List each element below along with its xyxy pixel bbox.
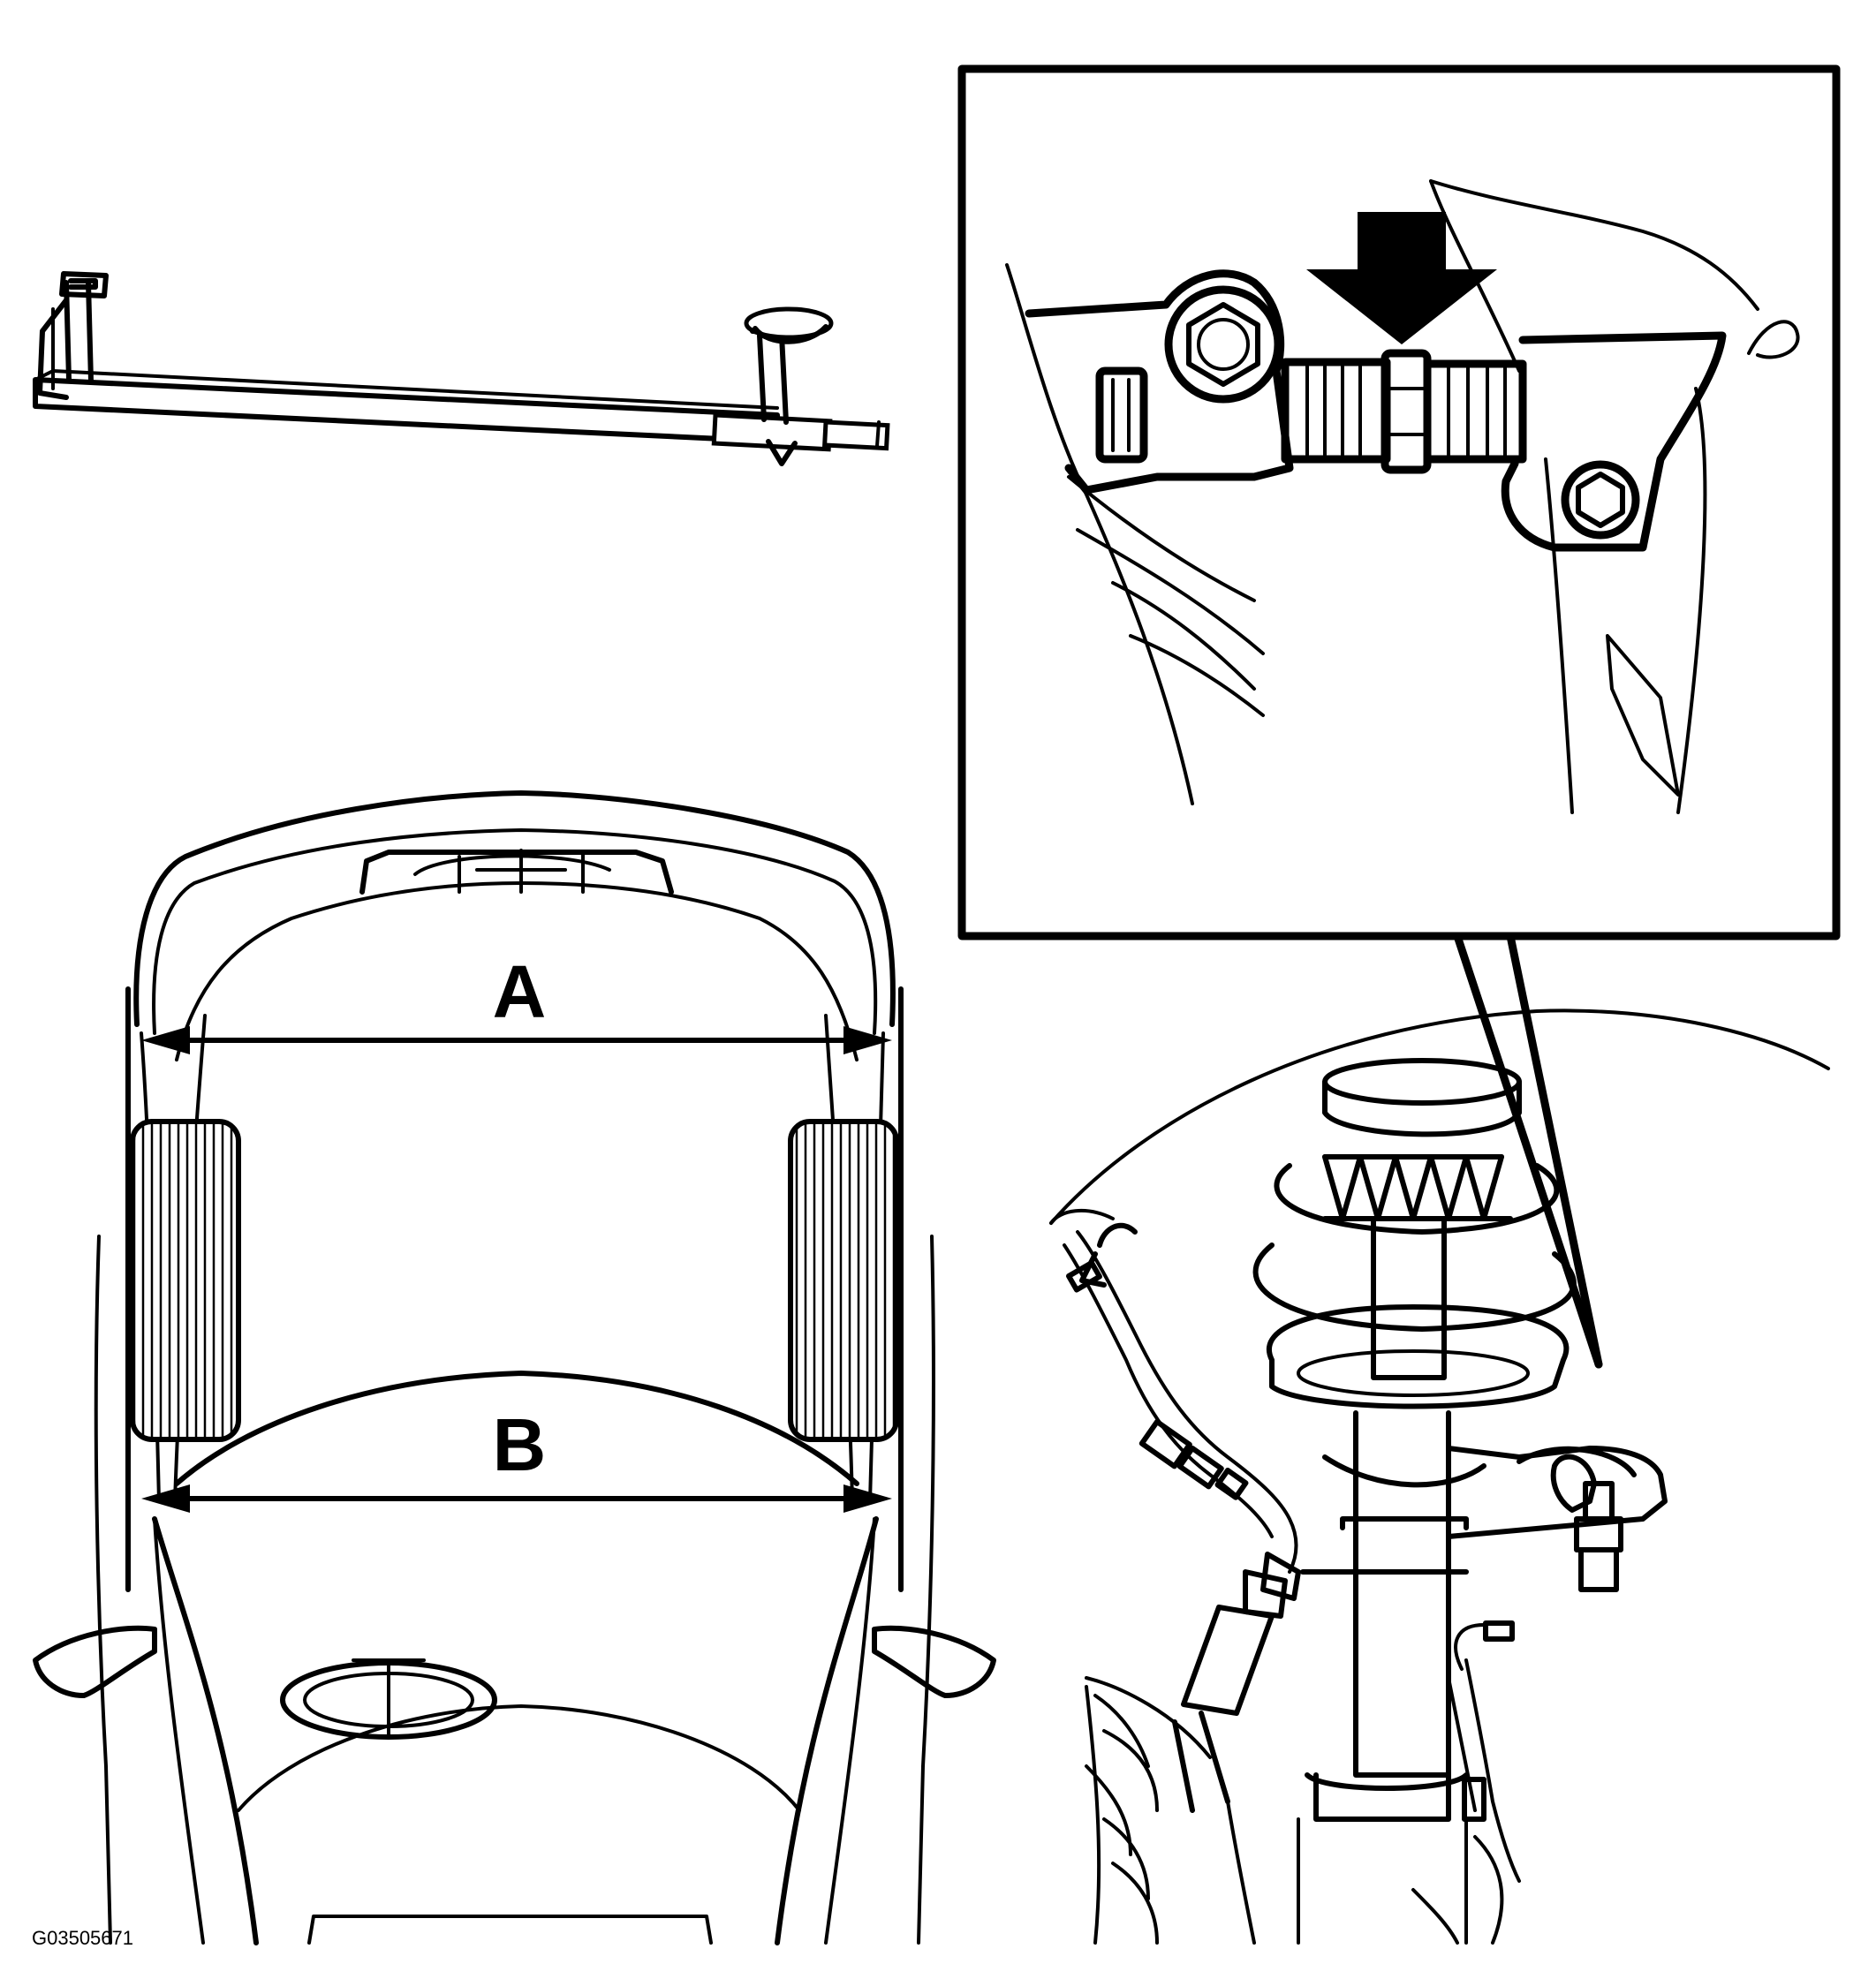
callout-leader	[1453, 932, 1603, 1369]
dimension-b: B	[141, 1403, 892, 1513]
label-dimension-a: A	[493, 950, 547, 1033]
label-dimension-b: B	[493, 1403, 547, 1486]
tie-rod-adjuster-inset	[957, 64, 1841, 940]
figure-code: G03505671	[32, 1927, 133, 1949]
dimension-a: A	[141, 950, 892, 1054]
front-strut-assembly	[1049, 1008, 1830, 1945]
pointer-arrow-icon	[1306, 212, 1497, 344]
right-front-tire	[788, 1119, 899, 1442]
track-gauge-tool	[33, 271, 890, 466]
left-front-tire	[130, 1119, 241, 1442]
vehicle-top-view: A B	[33, 790, 996, 1945]
